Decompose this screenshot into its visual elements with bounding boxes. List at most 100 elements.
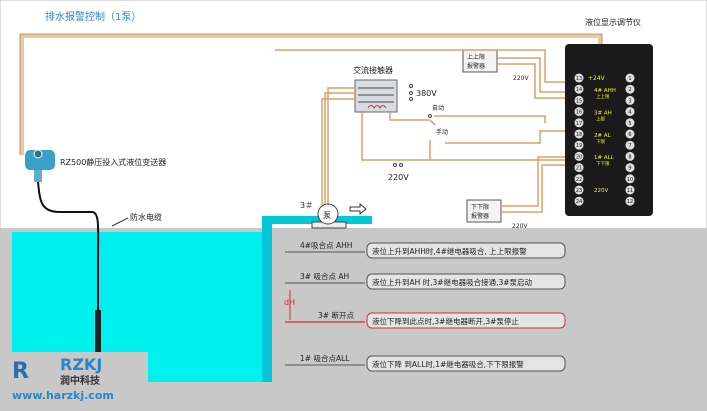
terminal — [574, 95, 584, 105]
terminal-label: 14 — [576, 87, 582, 93]
relay-label: 3# AH — [594, 110, 612, 116]
terminal-label: 10 — [627, 177, 633, 183]
terminal-label: 13 — [576, 76, 582, 82]
terminal-label: 15 — [576, 98, 582, 104]
terminal — [574, 118, 584, 128]
terminal — [625, 140, 635, 150]
level-description: 液位上升到AHH时,4#继电器吸合, 上上限报警 — [372, 246, 527, 256]
instrument-label: 液位显示调节仪 — [585, 17, 641, 27]
waterproof-cable — [37, 181, 100, 360]
level-description-box — [366, 242, 566, 259]
terminal-label: 23 — [576, 188, 582, 194]
svg-text:RZKJ: RZKJ — [60, 355, 102, 374]
high-alarm-voltage: 220V — [513, 75, 529, 82]
pump-icon — [311, 203, 347, 229]
terminal-label: 19 — [576, 143, 582, 149]
low-alarm-voltage: 220V — [512, 223, 528, 230]
low-alarm-label2: 报警器 — [471, 212, 489, 220]
terminal-label: 22 — [576, 177, 582, 183]
terminal-label: 6 — [628, 132, 631, 138]
transmitter-label: RZ500静压投入式液位变送器 — [60, 157, 166, 167]
terminal-label: 2 — [628, 87, 631, 93]
svg-text:润中科技: 润中科技 — [60, 374, 101, 387]
level-description: 液位下降到此点时,3#继电器断开,3#泵停止 — [372, 316, 519, 326]
terminal-label: 24 — [576, 199, 582, 205]
terminal-label: 18 — [576, 132, 582, 138]
terminal-label: 12 — [627, 199, 633, 205]
level-point-label: 3# 吸合点 AH — [300, 271, 349, 281]
terminal-label: 4 — [628, 110, 631, 116]
terminal — [574, 174, 584, 184]
level-description: 液位下降 到ALL时,1#继电器吸合,下下限报警 — [372, 359, 524, 369]
cable-label: 防水电缆 — [130, 212, 162, 222]
dh-label: dH — [284, 298, 295, 307]
relay-label: 1# ALL — [594, 155, 615, 161]
terminal — [625, 196, 635, 206]
pump-number: 3＃ — [300, 201, 313, 210]
low-alarm-label: 下下限 — [471, 203, 489, 211]
relay-sublabel: 下下限 — [596, 160, 610, 167]
terminal — [574, 73, 584, 83]
terminal-label: 11 — [627, 188, 633, 194]
probe — [95, 310, 101, 355]
terminal-label: 8 — [628, 154, 631, 160]
level-description-box — [366, 355, 566, 372]
manual-label: 手动 — [436, 128, 448, 136]
terminal-label: 21 — [576, 166, 582, 172]
terminal — [625, 73, 635, 83]
svg-text:R: R — [12, 359, 29, 384]
logo-url: www.harzkj.com — [12, 389, 114, 402]
terminal — [625, 151, 635, 161]
terminal-label: 16 — [576, 110, 582, 116]
terminal — [625, 118, 635, 128]
outlet-pipe — [262, 220, 272, 382]
flow-arrow-icon — [349, 202, 367, 216]
terminal — [574, 140, 584, 150]
terminal-label: 20 — [576, 154, 582, 160]
contactor-icon — [354, 79, 398, 113]
plus24-label: +24V — [588, 75, 606, 82]
relay-sublabel: 上上限 — [596, 93, 610, 100]
level-point-label: 4#吸合点 AHH — [300, 240, 352, 250]
terminal — [625, 95, 635, 105]
relay-label: 2# AL — [594, 133, 612, 139]
level-description: 液位上升到AH 时,3#继电器吸合接通,3#泵启动 — [372, 277, 533, 287]
level-point-label: 1# 吸合点ALL — [300, 353, 350, 363]
terminal-label: 9 — [628, 166, 631, 172]
terminal — [625, 174, 635, 184]
high-alarm-label: 上上限 — [467, 53, 485, 61]
pump-label: 泵 — [323, 211, 331, 220]
terminal — [574, 84, 584, 94]
page-title: 排水报警控制（1泵） — [45, 10, 141, 23]
terminal-label: 7 — [628, 143, 631, 149]
level-description-box — [366, 312, 566, 329]
relay-sublabel: 上限 — [596, 115, 605, 122]
terminal — [625, 185, 635, 195]
terminal — [625, 129, 635, 139]
terminal-label: 17 — [576, 121, 582, 127]
terminal — [574, 107, 584, 117]
terminal-label: 1 — [628, 76, 631, 82]
pump-pipe — [262, 216, 372, 224]
terminal — [574, 196, 584, 206]
terminal — [625, 163, 635, 173]
level-point-label: 3# 断开点 — [318, 310, 354, 320]
terminal — [574, 163, 584, 173]
relay-label: 4# AHH — [594, 88, 616, 94]
terminal — [574, 151, 584, 161]
terminal — [625, 107, 635, 117]
relay-sublabel: 下限 — [596, 138, 605, 145]
level-description-box — [366, 273, 566, 290]
contactor-voltage: 380V — [416, 89, 437, 98]
logo: R RZKJ 润中科技 www.harzkj.com — [8, 352, 148, 402]
contactor-label: 交流接触器 — [353, 65, 393, 75]
transmitter-icon — [25, 149, 55, 182]
high-alarm-label2: 报警器 — [467, 62, 485, 70]
contactor-supply-voltage: 220V — [388, 173, 409, 182]
low-alarm — [466, 199, 502, 223]
terminal — [625, 84, 635, 94]
terminal-label: 3 — [628, 98, 631, 104]
terminal — [574, 129, 584, 139]
terminal — [574, 185, 584, 195]
